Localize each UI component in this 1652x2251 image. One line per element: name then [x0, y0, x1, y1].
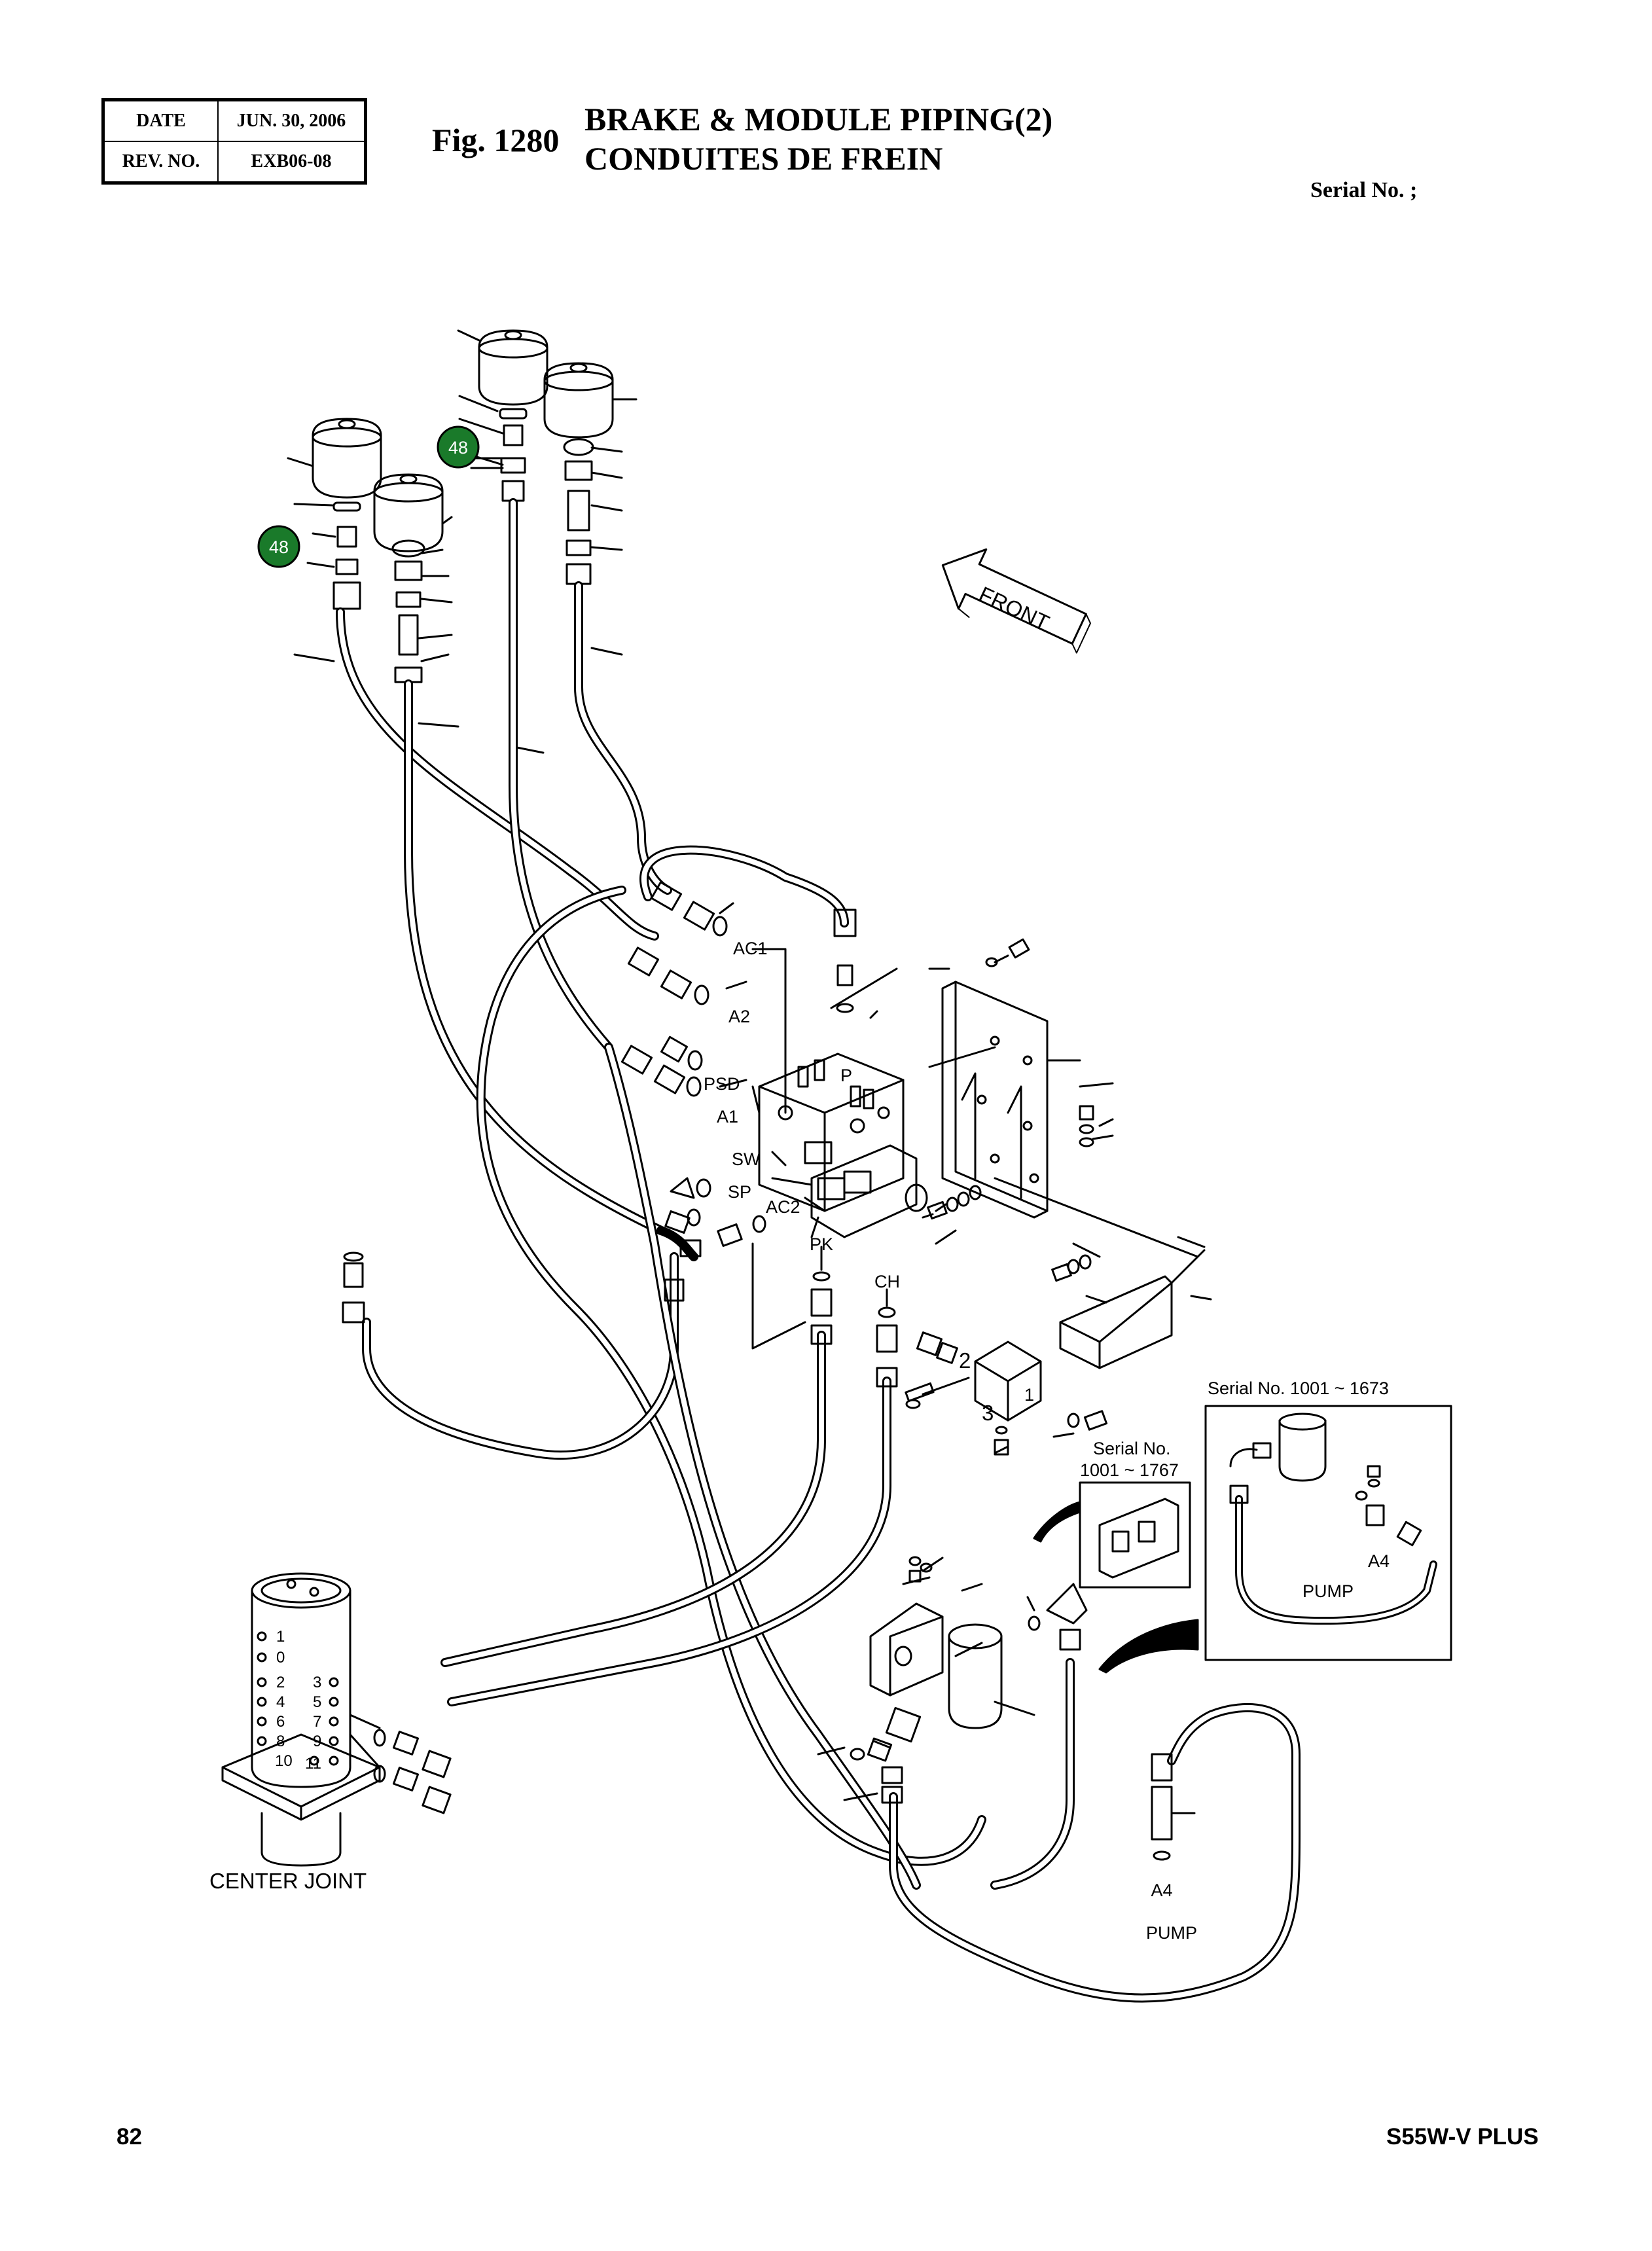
- hose-filter-down: [990, 1658, 1075, 1890]
- fittings-pk: [810, 1271, 833, 1345]
- cj-port-2: 2: [276, 1674, 285, 1691]
- hose-3: [509, 498, 613, 1052]
- port-label-a2: A2: [728, 1007, 750, 1026]
- fittings-a2: [627, 946, 709, 1005]
- center-joint-label: CENTER JOINT: [209, 1869, 367, 1893]
- figure-title: BRAKE & MODULE PIPING(2) CONDUITES DE FR…: [584, 99, 1052, 178]
- model-name: S55W-V PLUS: [1386, 2124, 1539, 2150]
- front-label: FRONT: [975, 582, 1053, 636]
- cj-port-4: 4: [276, 1693, 285, 1711]
- accumulator-4: [543, 362, 614, 585]
- serial-number-header: Serial No. ;: [1310, 178, 1418, 202]
- hose-sw-loop: [362, 1252, 679, 1460]
- center-joint-body: [221, 1572, 381, 1867]
- bolts: [922, 938, 1094, 1220]
- cj-port-5: 5: [313, 1693, 321, 1711]
- port-label-sp: SP: [728, 1182, 751, 1202]
- accumulator-2: [373, 473, 444, 683]
- fittings-ch: [876, 1306, 898, 1388]
- solenoid-port-3: 3: [982, 1401, 994, 1425]
- port-label-p: P: [840, 1066, 852, 1085]
- lower-bracket: [1051, 1254, 1173, 1369]
- callout-text: 48: [269, 537, 289, 557]
- inset-box-1767: [1079, 1481, 1191, 1589]
- cj-port-10: 10: [275, 1752, 293, 1770]
- cj-port-8: 8: [276, 1733, 285, 1750]
- hose-3-inner: [511, 500, 611, 1050]
- front-arrow: [941, 548, 1091, 654]
- a4-label: A4: [1151, 1881, 1172, 1900]
- hose-4: [574, 581, 672, 895]
- brake-valve-block: [758, 1053, 928, 1238]
- port-label-pk: PK: [810, 1234, 833, 1254]
- revision-info-table: DATE JUN. 30, 2006 REV. NO. EXB06-08: [101, 98, 367, 185]
- fittings-left: [342, 1252, 685, 1324]
- date-label: DATE: [102, 99, 219, 142]
- hose-2: [404, 679, 666, 1235]
- date-value: JUN. 30, 2006: [217, 99, 367, 142]
- swoosh-upper: [1033, 1501, 1081, 1543]
- port-label-ch: CH: [874, 1272, 900, 1291]
- figure-number: Fig. 1280: [432, 122, 560, 158]
- inset-serial-1767-line2: 1001 ~ 1767: [1080, 1460, 1179, 1480]
- port-label-psd: PSD: [704, 1074, 740, 1094]
- hose-long-loop: [476, 886, 986, 1866]
- port-label-a1: A1: [717, 1107, 738, 1126]
- pump-fittings: [1151, 1753, 1196, 1861]
- inset-a4-label: A4: [1368, 1551, 1390, 1571]
- title-line-english: BRAKE & MODULE PIPING(2): [584, 101, 1053, 137]
- callout-text: 48: [448, 438, 468, 458]
- port-label-ac1: AC1: [733, 939, 768, 958]
- cj-port-7: 7: [313, 1713, 321, 1731]
- rev-value: EXB06-08: [217, 141, 367, 184]
- fittings-sp: [664, 1177, 766, 1257]
- hose-4-inner: [576, 583, 670, 893]
- cj-port-11: 11: [305, 1755, 321, 1773]
- callout-48-upper: 48: [437, 425, 480, 469]
- fittings-ac1: [650, 881, 728, 937]
- center-joint-fittings: [349, 1714, 452, 1814]
- cj-port-9: 9: [313, 1733, 321, 1750]
- port-label-ac2: AC2: [766, 1197, 800, 1217]
- cj-port-3: 3: [313, 1674, 321, 1691]
- hose-1: [336, 607, 659, 941]
- hose-sp: [656, 1226, 698, 1261]
- hose-1-inner: [338, 609, 657, 939]
- solenoid-port-1: 1: [1024, 1385, 1034, 1405]
- pump-label: PUMP: [1146, 1923, 1197, 1943]
- fittings-p: [833, 909, 857, 1013]
- rev-label: REV. NO.: [102, 141, 219, 184]
- solenoid-valve: [905, 1331, 1108, 1456]
- accumulator-3: [478, 329, 548, 502]
- port-label-sw: SW: [732, 1149, 761, 1169]
- title-line-french: CONDUITES DE FREIN: [584, 140, 943, 177]
- callout-48-lower: 48: [257, 525, 300, 568]
- solenoid-port-2: 2: [959, 1348, 971, 1373]
- fittings-a1: [620, 1035, 703, 1097]
- inset-box-1673: [1204, 1405, 1452, 1661]
- inset-serial-1767-line1: Serial No.: [1093, 1439, 1171, 1458]
- swoosh-lower: [1098, 1619, 1199, 1674]
- cj-port-1: 1: [276, 1628, 285, 1646]
- accumulator-1: [312, 418, 382, 610]
- inset-serial-1673: Serial No. 1001 ~ 1673: [1208, 1378, 1389, 1398]
- cj-port-6: 6: [276, 1713, 285, 1731]
- inset-pump-label: PUMP: [1302, 1581, 1354, 1601]
- page-number: 82: [117, 2124, 142, 2150]
- mounting-bracket: [941, 981, 1049, 1219]
- cj-port-0: 0: [276, 1649, 285, 1666]
- filter-assembly: [850, 1556, 1088, 1804]
